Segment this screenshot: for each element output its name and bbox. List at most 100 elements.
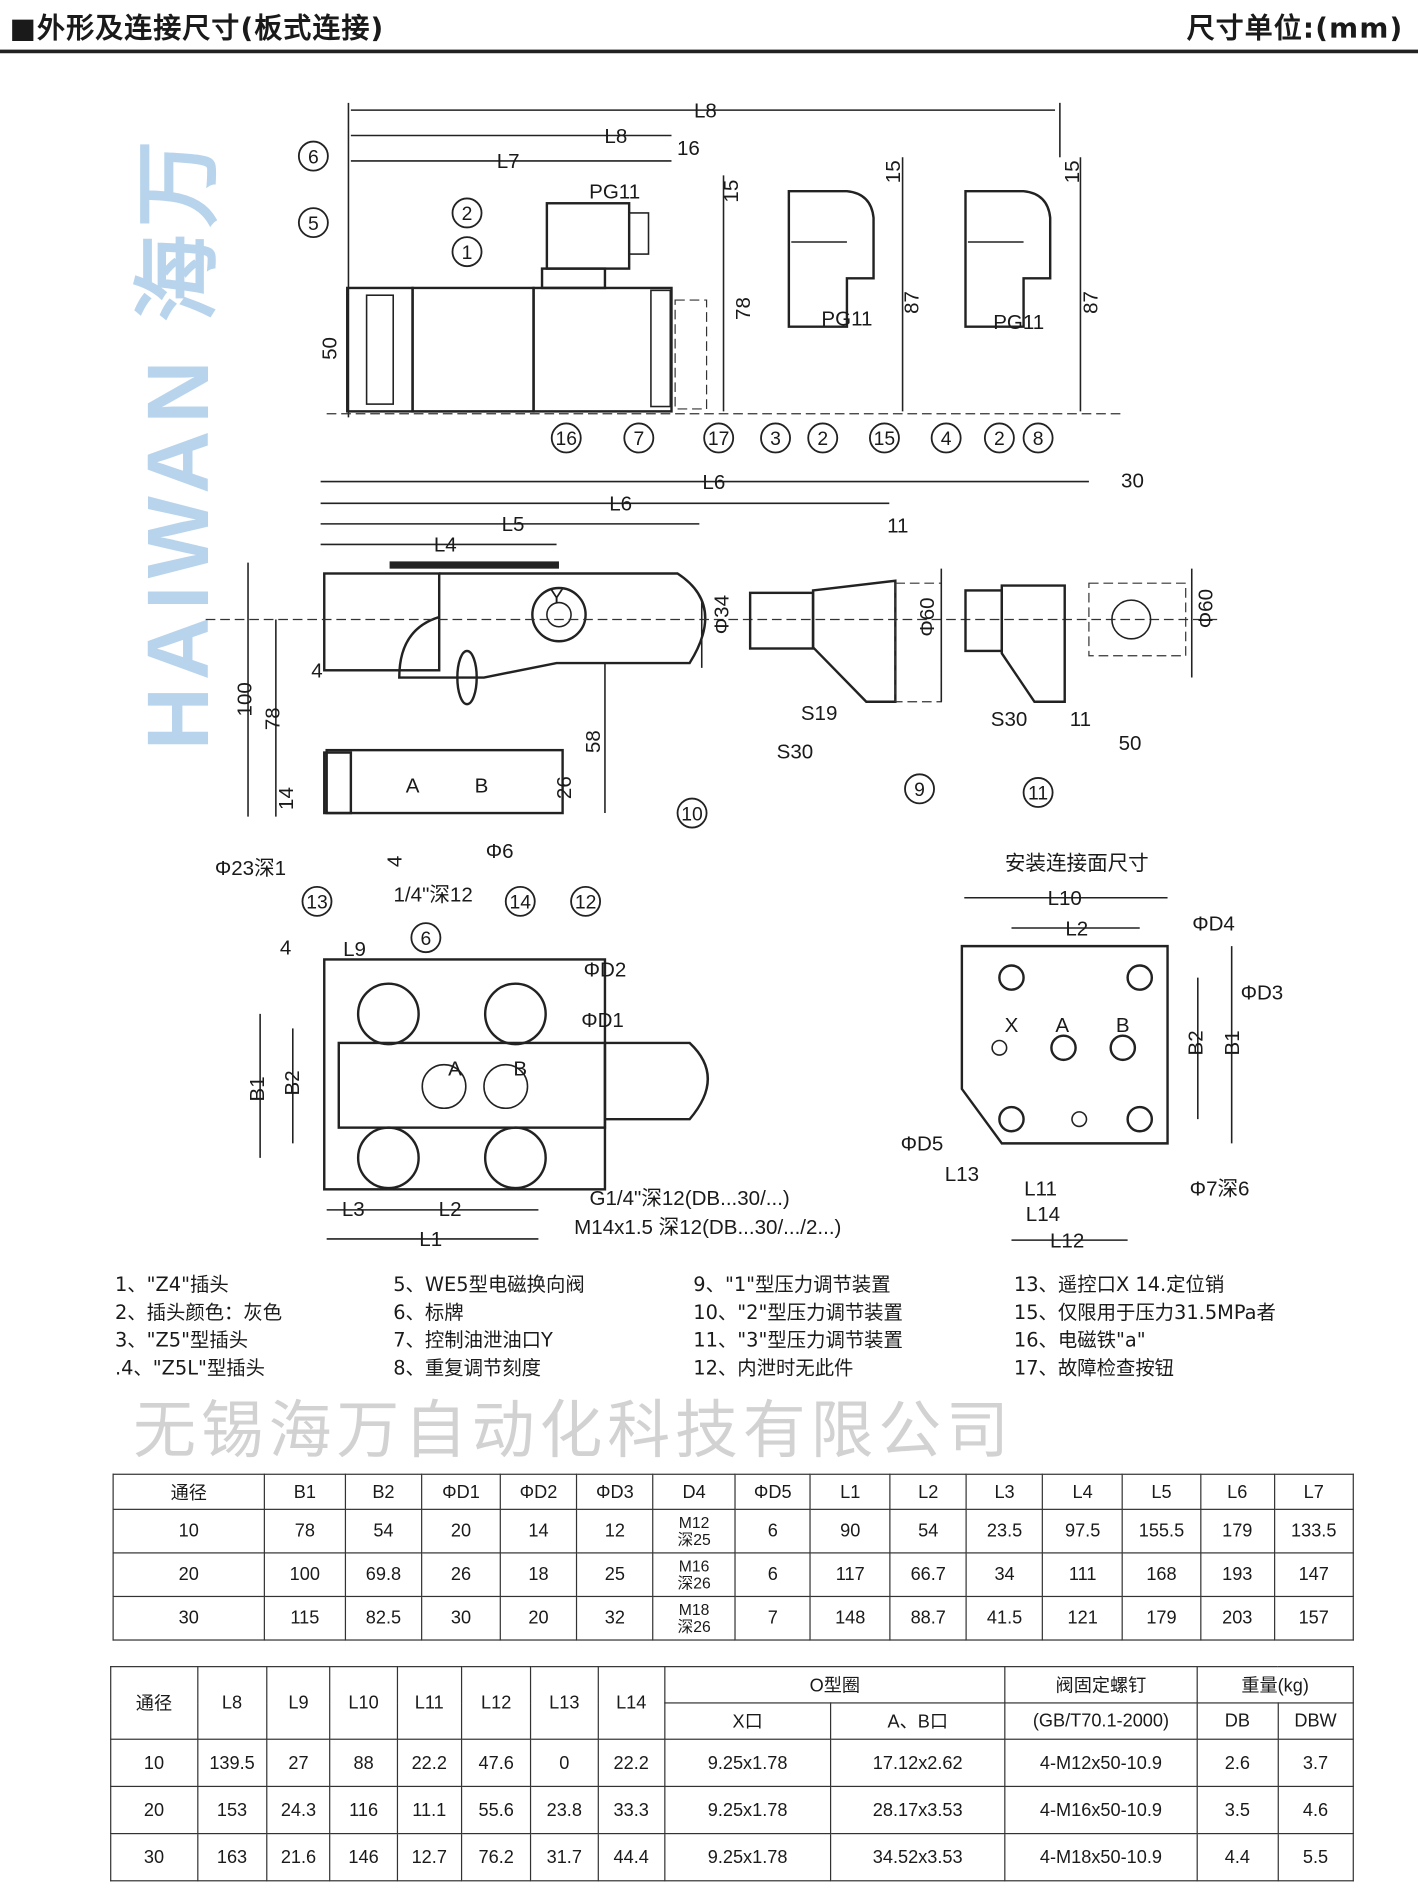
column-header: L1: [809, 1473, 891, 1510]
table-cell: 30: [110, 1832, 198, 1882]
dimension-label: G1/4"深12(DB...30/...): [589, 1187, 789, 1210]
dimension-label: A: [1055, 1014, 1069, 1037]
dimension-label: 11: [1070, 708, 1091, 731]
callout-number: 12: [575, 892, 597, 914]
callout-number: 15: [874, 428, 896, 450]
legend-item: 13、遥控口X 14.定位销: [1013, 1272, 1225, 1296]
dimension-label: 15: [882, 160, 905, 183]
table-cell: 115: [263, 1595, 346, 1641]
table-cell: 12: [576, 1508, 654, 1554]
table-cell: 34.52x3.53: [829, 1832, 1006, 1882]
dimension-label: B1: [246, 1076, 269, 1101]
callout-number: 1: [462, 242, 473, 264]
column-header: ΦD5: [734, 1473, 811, 1510]
callout-number: 2: [817, 428, 828, 450]
dimension-label: Y: [550, 586, 564, 609]
legend-item: 3、"Z5"型插头: [114, 1328, 249, 1352]
column-header: L2: [889, 1473, 968, 1510]
table-cell: 9.25x1.78: [664, 1832, 832, 1882]
column-header: B1: [263, 1473, 346, 1510]
table-cell: 117: [809, 1552, 891, 1598]
dimension-label: 100: [234, 682, 257, 716]
dimension-label: 26: [553, 776, 576, 799]
table-cell: 133.5: [1273, 1508, 1354, 1554]
callout-marker: 6: [410, 922, 442, 954]
dimension-label: Φ34: [710, 595, 733, 634]
callout-marker: 12: [570, 885, 602, 917]
table-cell: 31.7: [530, 1832, 599, 1882]
dimension-label: 4: [280, 937, 291, 960]
column-header: L7: [1273, 1473, 1354, 1510]
column-header: DBW: [1277, 1702, 1354, 1740]
table-cell: 82.5: [344, 1595, 423, 1641]
column-header: L8: [196, 1666, 268, 1740]
table-cell: 146: [329, 1832, 398, 1882]
section-title: ■外形及连接尺寸(板式连接): [9, 13, 385, 45]
legend-item: 15、仅限用于压力31.5MPa者: [1013, 1300, 1276, 1324]
callout-marker: 2: [983, 422, 1015, 454]
column-header: L14: [597, 1666, 666, 1740]
table-cell: 11.1: [396, 1785, 463, 1835]
table-cell: 21.6: [266, 1832, 331, 1882]
dimension-label: L6: [609, 493, 632, 516]
callout-marker: 10: [676, 797, 708, 829]
dimension-label: L2: [1065, 917, 1088, 940]
column-header: L10: [329, 1666, 398, 1740]
table-cell: 163: [196, 1832, 268, 1882]
dimension-label: B1: [1221, 1030, 1244, 1055]
dimension-label: 87: [900, 291, 923, 314]
column-header: ΦD3: [576, 1473, 654, 1510]
dimension-label: L6: [702, 471, 725, 494]
table-cell: 66.7: [889, 1552, 968, 1598]
table-cell: 23.8: [530, 1785, 599, 1835]
table-cell: 20: [110, 1785, 198, 1835]
table-cell: 100: [263, 1552, 346, 1598]
table-cell: 10: [112, 1508, 265, 1554]
table-cell: 20: [420, 1508, 501, 1554]
dimension-label: 58: [582, 730, 605, 753]
table-cell: 179: [1199, 1508, 1275, 1554]
dimension-label: A: [448, 1058, 462, 1081]
table-cell: 155.5: [1121, 1508, 1201, 1554]
table-cell: 30: [420, 1595, 501, 1641]
table-cell: 9.25x1.78: [664, 1785, 832, 1835]
table-cell: 30: [112, 1595, 265, 1641]
table-cell: 22.2: [396, 1738, 463, 1788]
column-header: B2: [344, 1473, 423, 1510]
callout-marker: 1: [451, 236, 483, 268]
legend-item: 1、"Z4"插头: [114, 1272, 229, 1296]
table-cell: 20: [112, 1552, 265, 1598]
callout-number: 10: [681, 803, 703, 825]
dimension-label: Φ6: [486, 840, 514, 863]
callout-marker: 13: [301, 885, 333, 917]
table-cell: 32: [576, 1595, 654, 1641]
table-cell: 4-M18x50-10.9: [1004, 1832, 1198, 1882]
legend-item: 8、重复调节刻度: [393, 1356, 542, 1380]
dimension-label: L13: [945, 1163, 979, 1186]
dimension-label: 78: [732, 297, 755, 320]
table-cell: 4.6: [1277, 1785, 1354, 1835]
column-header: ΦD1: [420, 1473, 501, 1510]
table-cell: 14: [499, 1508, 578, 1554]
table-cell: 12.7: [396, 1832, 463, 1882]
dimension-label: L14: [1026, 1203, 1060, 1226]
dimension-label: 78: [261, 707, 284, 730]
legend-item: 10、"2"型压力调节装置: [693, 1300, 903, 1324]
legend-item: 16、电磁铁"a": [1013, 1328, 1146, 1352]
dimension-label: 4: [311, 660, 322, 683]
table-cell: 78: [263, 1508, 346, 1554]
dimension-label: PG11: [589, 180, 640, 203]
header-rule: [0, 49, 1418, 54]
callout-number: 5: [308, 213, 319, 235]
column-header: X口: [664, 1702, 832, 1740]
table-cell: 76.2: [460, 1832, 532, 1882]
